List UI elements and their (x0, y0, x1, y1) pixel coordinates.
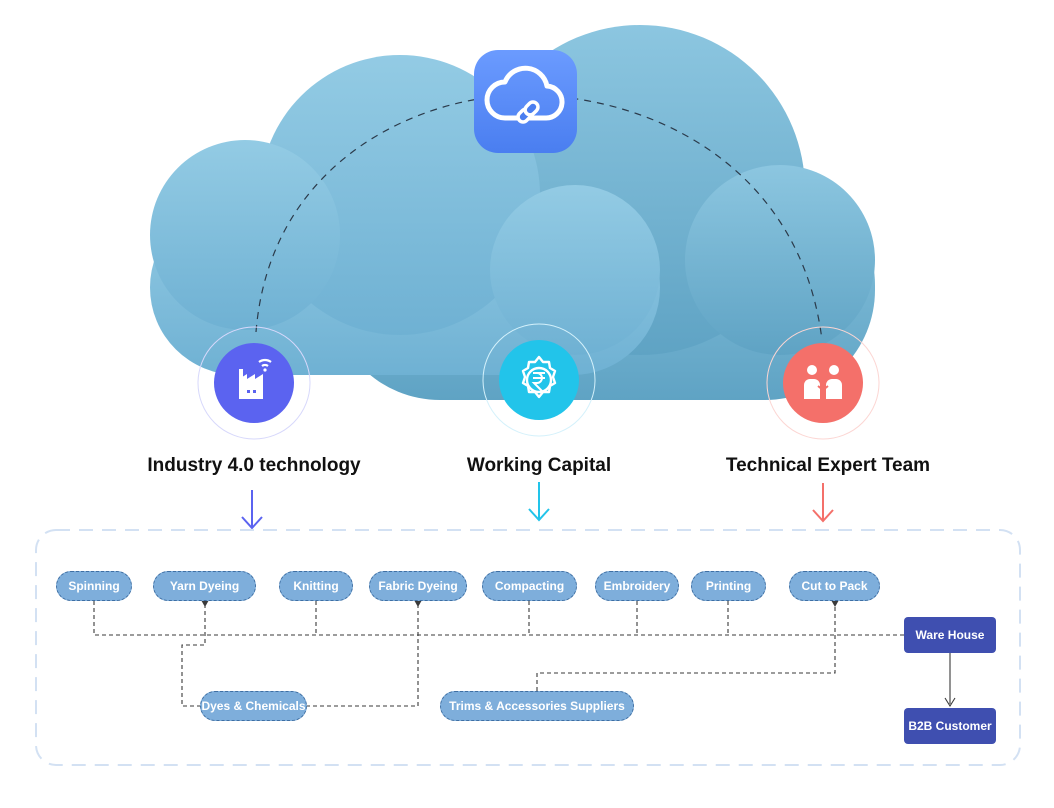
arrow-down-icon-team (812, 483, 834, 523)
supplier-trims-accessories: Trims & Accessories Suppliers (440, 691, 634, 721)
smart-factory-icon (239, 358, 272, 399)
pillar-title-team: Technical Expert Team (725, 455, 931, 476)
process-connectors (93, 601, 904, 707)
step-cut-to-pack: Cut to Pack (789, 571, 880, 601)
pillar-capital-icon (482, 323, 596, 437)
pillar-title-industry: Industry 4.0 technology (147, 455, 361, 476)
step-yarn-dyeing: Yarn Dyeing (153, 571, 256, 601)
process-connector-arrowheads (201, 600, 839, 607)
step-knitting: Knitting (279, 571, 353, 601)
step-printing: Printing (691, 571, 766, 601)
warehouse-customer-connector (944, 653, 956, 708)
team-icon (804, 365, 842, 399)
supplier-dyes-chemicals: Dyes & Chemicals (200, 691, 307, 721)
arrow-down-icon-industry (241, 490, 263, 530)
cloud-link-icon (474, 50, 577, 153)
pillar-title-capital: Working Capital (466, 455, 612, 476)
arrow-down-icon-capital (528, 482, 550, 522)
warehouse-box: Ware House (904, 617, 996, 653)
rupee-gear-icon (521, 355, 557, 399)
step-fabric-dyeing: Fabric Dyeing (369, 571, 467, 601)
step-embroidery: Embroidery (595, 571, 679, 601)
step-spinning: Spinning (56, 571, 132, 601)
step-compacting: Compacting (482, 571, 577, 601)
pillar-team-icon (766, 326, 880, 440)
pillar-industry-icon (197, 326, 311, 440)
process-container (35, 529, 1021, 766)
b2b-customer-box: B2B Customer (904, 708, 996, 744)
